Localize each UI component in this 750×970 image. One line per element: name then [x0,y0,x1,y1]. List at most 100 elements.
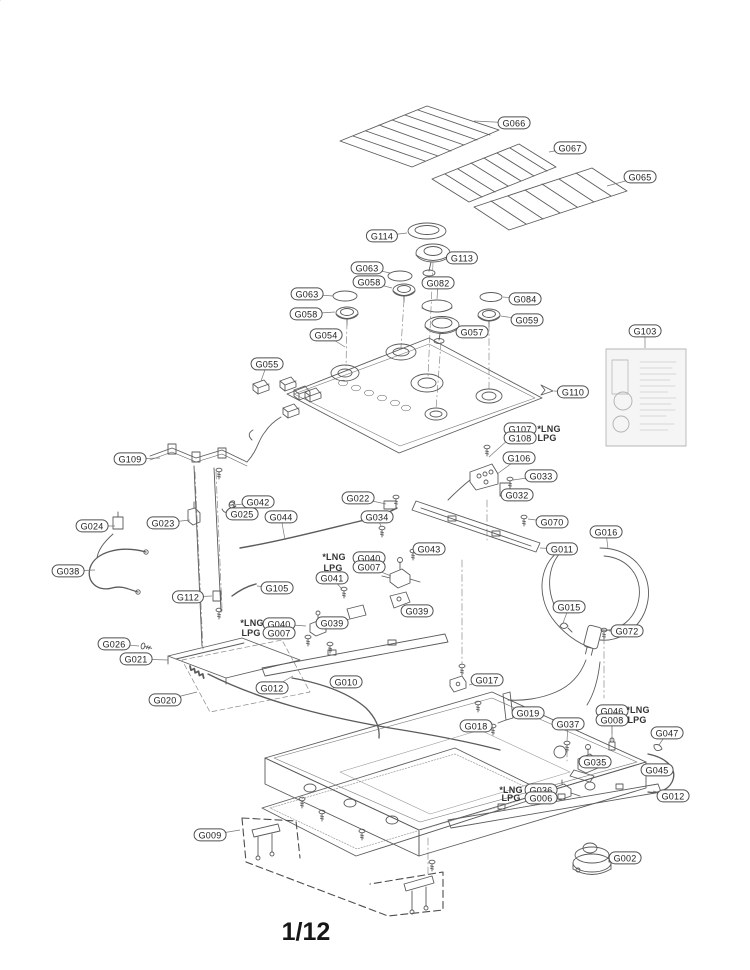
grate-g066 [0,0,500,168]
part-label-g065: G065 [623,170,657,184]
part-label-g009: G009 [193,828,227,842]
gas-type-note: *LNG [626,704,650,715]
part-label-g063: G063 [290,287,324,301]
part-label-g033: G033 [524,469,558,483]
part-label-g042: G042 [241,495,275,509]
label-sheet-g103 [605,348,687,447]
part-label-g007: G007 [352,560,386,574]
part-label-g043: G043 [412,542,446,556]
part-label-g024: G024 [75,519,109,533]
bracket-g022 [383,494,400,510]
bracket-g017 [449,675,467,693]
part-label-g026: G026 [97,637,131,651]
part-label-g108: G108 [503,431,537,445]
gas-type-note: *LNG [240,617,264,628]
gas-type-note: LPG [501,792,521,803]
part-label-g018: G018 [459,719,493,733]
bracket-g023 [187,501,201,526]
gas-type-note: LPG [241,627,261,638]
power-cord-g016 [507,547,649,706]
valve-g040-g007 [381,557,421,589]
part-label-g105: G105 [260,581,294,595]
burner-box [264,691,647,857]
gas-type-note: *LNG [322,551,346,562]
burner-cap-g063-right [387,270,413,282]
part-label-g023: G023 [146,516,180,530]
part-label-g007: G007 [262,626,296,640]
part-label-g019: G019 [511,706,545,720]
supply-pipe [207,673,501,751]
burner-cap-g114 [407,222,447,240]
part-label-g113: G113 [445,251,479,265]
part-label-g054: G054 [309,328,343,342]
part-label-g070: G070 [535,515,569,529]
coil-spring [189,665,205,679]
part-label-g015: G015 [552,600,586,614]
part-label-g106: G106 [502,451,536,465]
cooktop-panel-g110 [286,337,554,454]
burner-ring-g082 [421,299,453,313]
part-label-g010: G010 [329,675,363,689]
part-label-g039: G039 [315,616,349,630]
grate-g067 [431,143,557,203]
part-label-g041: G041 [315,571,349,585]
spark-module-g106 [447,463,499,501]
part-label-g058: G058 [289,307,323,321]
part-label-g006: G006 [524,791,558,805]
part-label-g063: G063 [350,261,384,275]
part-label-g112: G112 [171,590,205,604]
bracket-g110 [540,384,554,396]
clip-g015 [559,622,573,633]
burner-cap-g084 [479,292,503,302]
rail-mid-g012 [261,633,449,677]
bracket-g019 [497,691,514,724]
gas-type-note: LPG [627,714,647,725]
grate-g065 [473,167,628,231]
part-label-g016: G016 [589,525,623,539]
part-label-g020: G020 [148,693,182,707]
part-label-g067: G067 [553,141,587,155]
part-label-g044: G044 [264,510,298,524]
part-label-g002: G002 [608,851,642,865]
pipe-g105 [231,583,257,597]
gas-type-note: *LNG [537,423,561,434]
part-label-g082: G082 [421,276,455,290]
part-label-g058: G058 [352,275,386,289]
part-label-g114: G114 [365,229,399,243]
valve-g024 [96,511,124,559]
part-label-g017: G017 [470,673,504,687]
install-brackets-g009 [241,817,444,917]
part-label-g021: G021 [119,652,153,666]
part-label-g025: G025 [225,507,259,521]
part-label-g011: G011 [545,542,579,556]
part-label-g047: G047 [650,726,684,740]
pipe-g038 [88,548,149,595]
part-label-g084: G084 [508,292,542,306]
gas-type-note: *LNG [499,784,523,795]
part-label-g059: G059 [510,313,544,327]
part-label-g110: G110 [556,385,590,399]
part-label-g039: G039 [400,604,434,618]
bracket-g020-outline [181,639,311,713]
part-label-g034: G034 [360,510,394,524]
part-label-g008: G008 [595,713,629,727]
rail-g011 [411,500,541,553]
part-label-g055: G055 [250,357,284,371]
part-label-g022: G022 [341,491,375,505]
page-number: 1/12 [281,918,331,946]
bracket-g039-right [389,591,411,609]
part-label-g012: G012 [656,789,690,803]
part-label-g072: G072 [610,624,644,638]
bracket-g039-left [346,604,367,620]
manifold-g109 [149,416,282,647]
part-label-g037: G037 [551,717,585,731]
pipe-g010 [291,677,380,739]
part-label-g032: G032 [500,488,534,502]
part-label-g012: G012 [255,681,289,695]
fitting-g112 [212,590,223,620]
part-label-g057: G057 [455,325,489,339]
clip-g047 [653,744,663,752]
